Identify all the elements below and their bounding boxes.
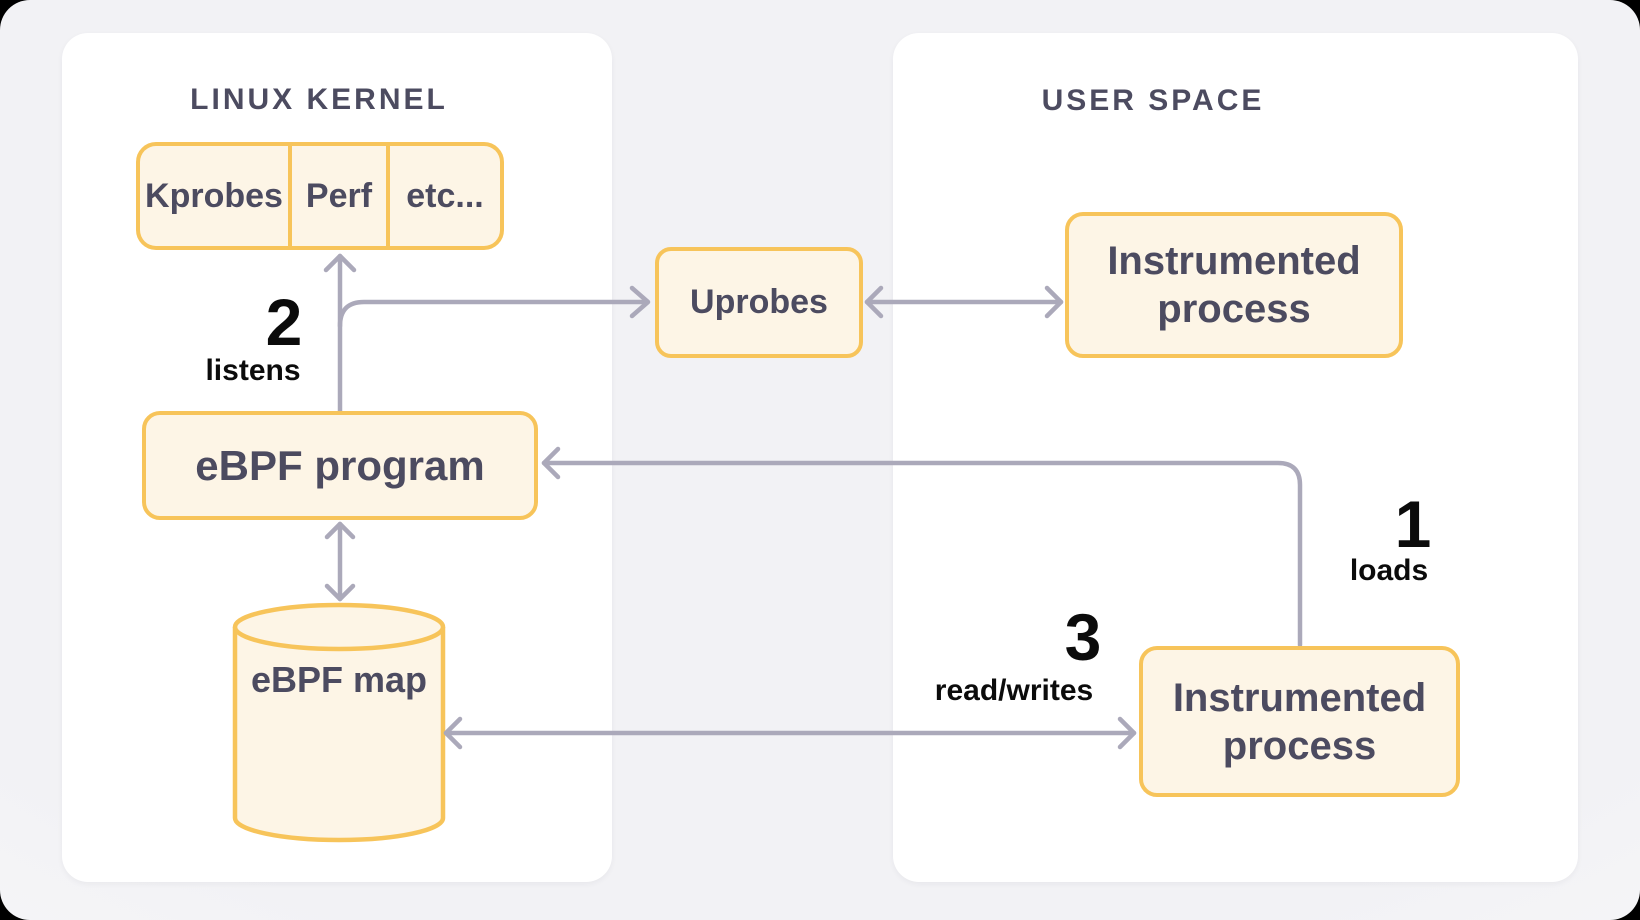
panel-title-user-space: USER SPACE <box>1041 83 1265 117</box>
step-2-label: listens <box>205 354 301 387</box>
arrow-readwrites-icon <box>443 716 1137 750</box>
step-3-number: 3 <box>1064 600 1102 674</box>
kernel-probe-row: Kprobes Perf etc... <box>136 142 504 250</box>
node-instrumented-process-bottom: Instrumented process <box>1139 646 1460 797</box>
arrow-program-map-icon <box>324 521 356 602</box>
node-perf: Perf <box>292 146 386 246</box>
step-1-label: loads <box>1349 554 1429 587</box>
node-ebpf-program: eBPF program <box>142 411 538 520</box>
node-uprobes: Uprobes <box>655 247 863 358</box>
step-3-label: read/writes <box>934 674 1094 707</box>
node-instrumented-process-top: Instrumented process <box>1065 212 1403 358</box>
node-ebpf-map-label: eBPF map <box>250 659 428 700</box>
arrow-program-to-uprobes-icon <box>337 285 651 329</box>
ebpf-map-cylinder-icon <box>232 602 446 843</box>
node-etc: etc... <box>390 146 500 246</box>
step-1-number: 1 <box>1394 487 1432 561</box>
arrow-uprobes-instrumented-icon <box>864 285 1064 319</box>
step-2-number: 2 <box>265 285 303 359</box>
arrow-listens-icon <box>323 253 357 414</box>
arrow-loads-icon <box>541 446 1303 648</box>
panel-title-linux-kernel: LINUX KERNEL <box>190 82 448 116</box>
node-kprobes: Kprobes <box>140 146 288 246</box>
